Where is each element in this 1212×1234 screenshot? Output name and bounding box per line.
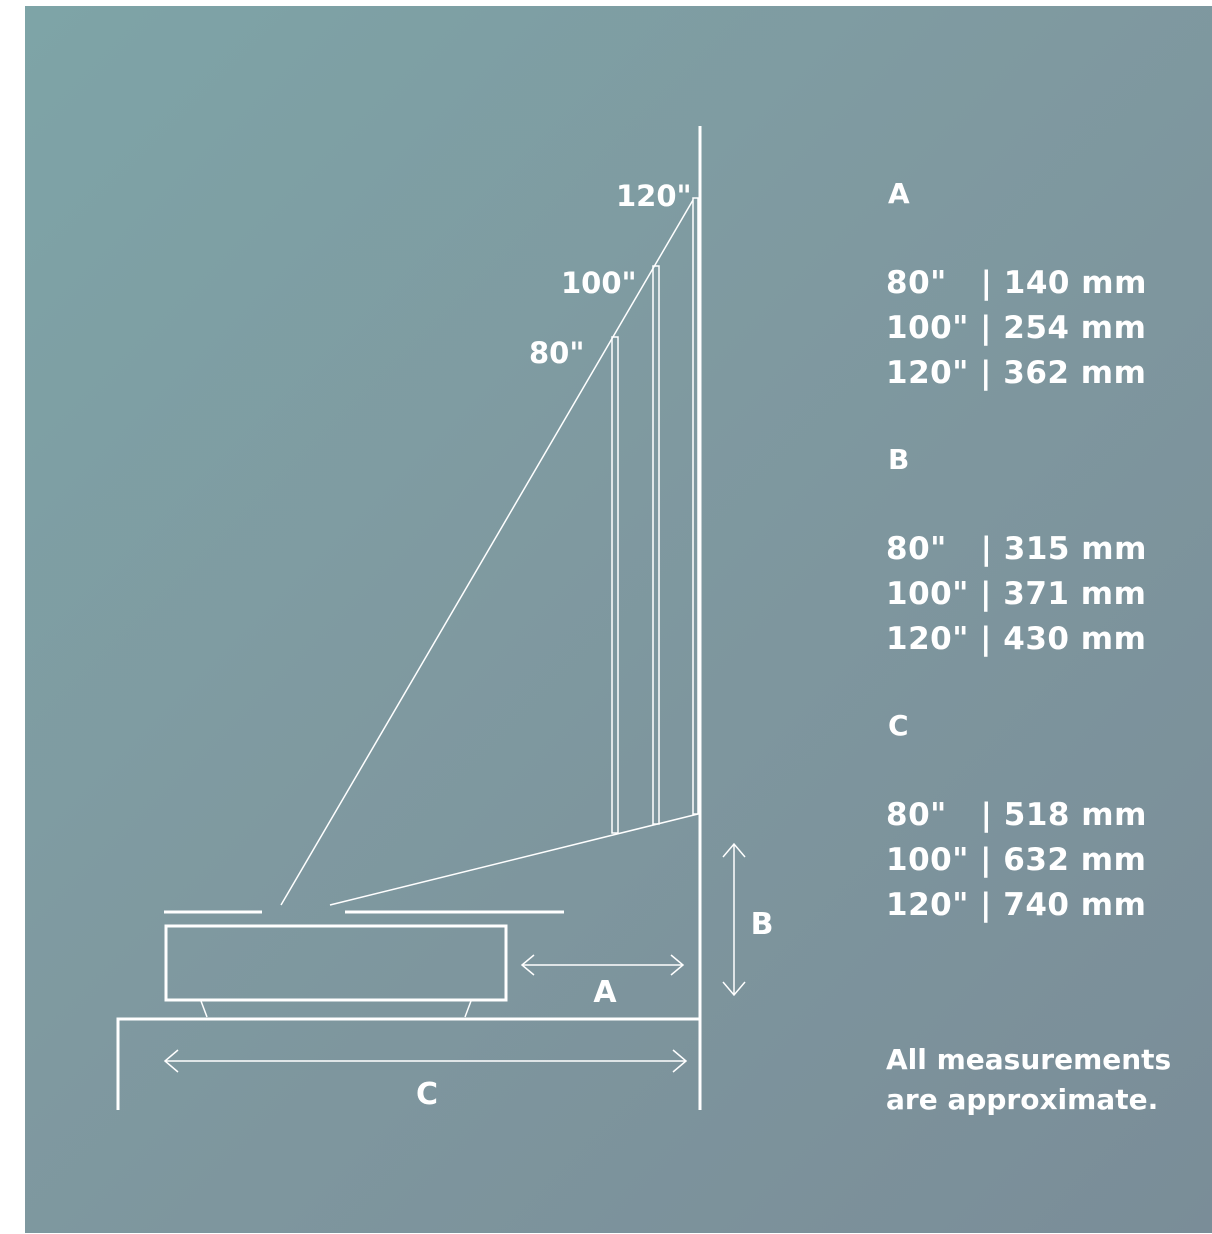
legend-size: 80" <box>886 265 947 301</box>
dimension-c-label: C <box>416 1077 438 1112</box>
screen-80 <box>611 336 619 834</box>
legend-heading: C <box>888 709 909 742</box>
projection-beam-bottom <box>329 813 699 906</box>
legend-heading: B <box>888 443 910 476</box>
screen-label-120: 120" <box>616 179 692 213</box>
legend-value: 740 mm <box>1003 887 1147 923</box>
screen-label-80: 80" <box>529 336 584 370</box>
cabinet-outline <box>116 1017 700 1110</box>
projector-foot-right <box>464 1000 472 1018</box>
legend-section-b: B 80" | 315 mm 100" | 371 mm 120" | 430 … <box>886 438 1196 662</box>
legend-value: 430 mm <box>1003 621 1147 657</box>
legend-size: 100" <box>886 310 969 346</box>
legend-size: 100" <box>886 576 969 612</box>
legend-row: 100" | 632 mm <box>886 842 1147 878</box>
projector-foot-left <box>200 1000 208 1018</box>
screen-label-100: 100" <box>561 266 637 300</box>
legend-value: 315 mm <box>1003 531 1147 567</box>
legend-value: 362 mm <box>1003 355 1147 391</box>
approximate-note: All measurements are approximate. <box>886 1040 1196 1120</box>
legend-row: 80" | 140 mm <box>886 265 1147 301</box>
legend-row: 120" | 362 mm <box>886 355 1147 391</box>
projection-beam-top <box>280 199 694 906</box>
dimension-b-label: B <box>751 907 774 942</box>
note-line: are approximate. <box>886 1083 1159 1116</box>
legend-row: 100" | 371 mm <box>886 576 1147 612</box>
dimension-b-arrow <box>722 842 746 997</box>
legend-row: 120" | 740 mm <box>886 887 1147 923</box>
projector-body <box>164 924 508 1002</box>
legend-size: 120" <box>886 887 969 923</box>
legend-row: 80" | 518 mm <box>886 797 1147 833</box>
dimension-a-arrow <box>520 954 685 976</box>
legend-value: 254 mm <box>1003 310 1147 346</box>
legend-heading: A <box>888 177 910 210</box>
legend-section-a: A 80" | 140 mm 100" | 254 mm 120" | 362 … <box>886 172 1196 396</box>
legend-size: 100" <box>886 842 969 878</box>
legend-value: 140 mm <box>1003 265 1147 301</box>
legend-value: 518 mm <box>1003 797 1147 833</box>
legend-size: 120" <box>886 355 969 391</box>
dimension-c-arrow <box>163 1049 688 1073</box>
legend-row: 100" | 254 mm <box>886 310 1147 346</box>
note-line: All measurements <box>886 1043 1172 1076</box>
screen-100 <box>652 265 660 825</box>
legend-size: 120" <box>886 621 969 657</box>
legend-value: 632 mm <box>1003 842 1147 878</box>
legend-row: 120" | 430 mm <box>886 621 1147 657</box>
measurement-legend: A 80" | 140 mm 100" | 254 mm 120" | 362 … <box>886 172 1196 928</box>
legend-size: 80" <box>886 531 947 567</box>
dimension-a-label: A <box>593 975 617 1010</box>
screen-120 <box>692 197 699 815</box>
legend-size: 80" <box>886 797 947 833</box>
legend-value: 371 mm <box>1003 576 1147 612</box>
legend-section-c: C 80" | 518 mm 100" | 632 mm 120" | 740 … <box>886 704 1196 928</box>
legend-row: 80" | 315 mm <box>886 531 1147 567</box>
